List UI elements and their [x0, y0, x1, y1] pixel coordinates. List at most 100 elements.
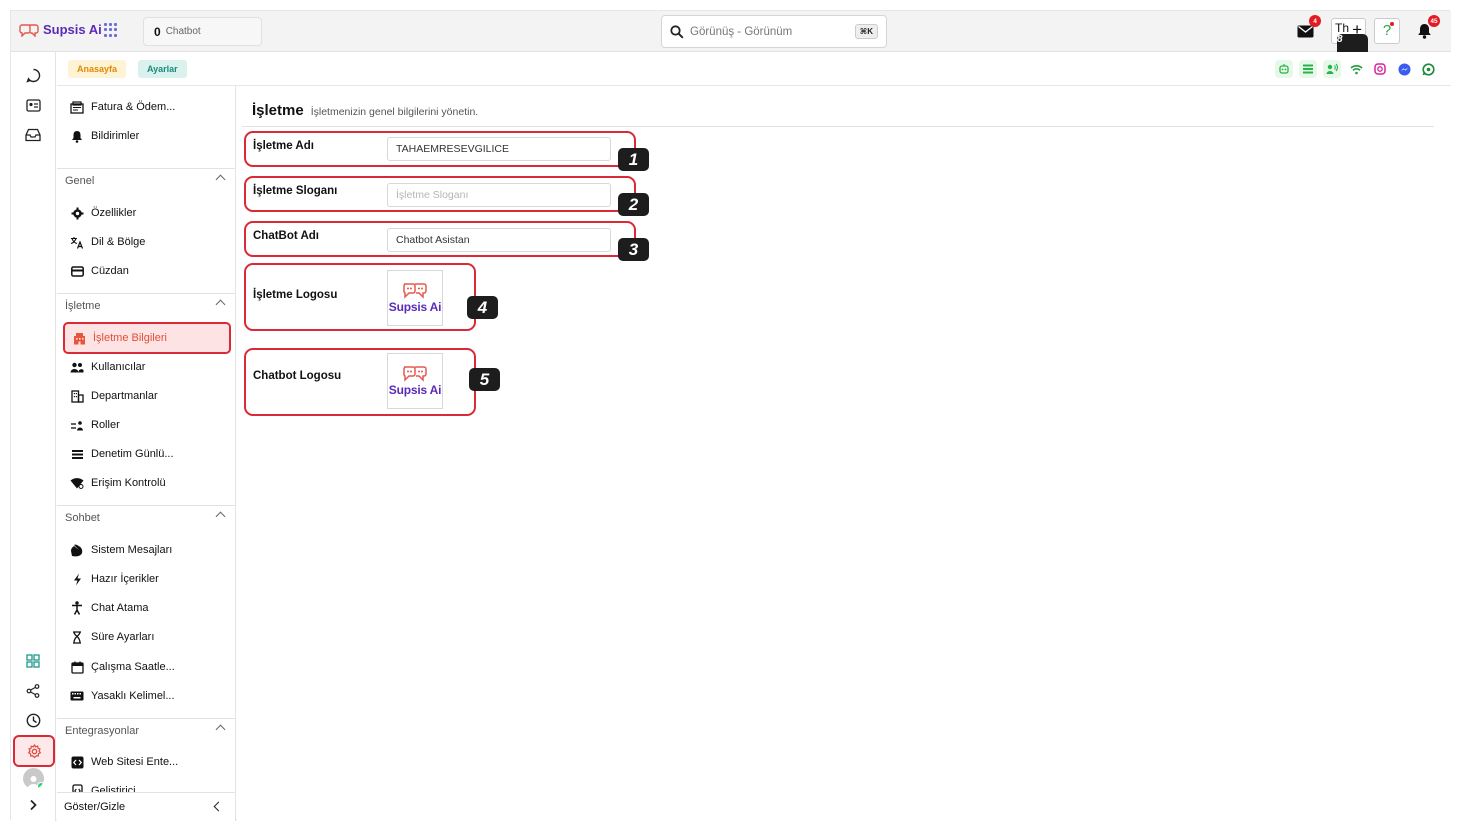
- share-icon: [26, 684, 40, 698]
- wifi-icon[interactable]: [1347, 60, 1365, 78]
- search-bar[interactable]: Görünüş - Görünüm ⌘K: [661, 15, 887, 48]
- inbox-rail-button[interactable]: [22, 124, 44, 146]
- chatbot-label: Chatbot: [165, 26, 201, 37]
- audit-log-icon: [70, 447, 84, 461]
- page-subtitle: İşletmenizin genel bilgilerini yönetin.: [310, 106, 479, 118]
- field-label: Chatbot Logosu: [253, 370, 342, 382]
- sidebar-item-label: Roller: [91, 419, 120, 431]
- sidebar-item-ready-content[interactable]: Hazır İçerikler: [63, 566, 231, 592]
- chatbot-selector[interactable]: 0 Chatbot: [143, 17, 262, 46]
- online-status-dot: [37, 782, 44, 789]
- gear-icon: [70, 206, 84, 220]
- whatsapp-icon[interactable]: [1419, 60, 1437, 78]
- user-menu-button[interactable]: Th + 8: [1331, 18, 1368, 57]
- help-button[interactable]: ?: [1374, 18, 1400, 44]
- bot-icon[interactable]: [1275, 60, 1293, 78]
- header-divider: [242, 126, 1434, 127]
- instagram-icon[interactable]: [1371, 60, 1389, 78]
- supsis-logo-icon: [403, 366, 427, 382]
- sidebar-item-billing[interactable]: Fatura & Ödem...: [63, 94, 231, 120]
- sidebar-item-users[interactable]: Kullanıcılar: [63, 354, 231, 380]
- business-logo-upload[interactable]: Supsis Ai: [387, 270, 443, 326]
- expand-rail-button[interactable]: [22, 794, 44, 816]
- gear-icon: [27, 743, 41, 758]
- sidebar-item-business-info[interactable]: İşletme Bilgileri: [63, 322, 231, 354]
- app-window: Supsis Ai 0 Chatbot Görünüş - Görünüm ⌘K…: [10, 10, 1451, 821]
- sidebar-item-chat-assignment[interactable]: Chat Atama: [63, 595, 231, 621]
- sidebar-item-label: Yasaklı Kelimel...: [91, 690, 175, 702]
- chevron-up-icon: [215, 511, 226, 522]
- breadcrumb: Anasayfa Ayarlar: [57, 52, 1451, 86]
- step-marker: 2: [618, 193, 649, 216]
- sidebar-toggle[interactable]: Göster/Gizle: [57, 792, 235, 821]
- section-title: Sohbet: [65, 511, 100, 524]
- sidebar-item-label: Cüzdan: [91, 265, 129, 277]
- mail-badge: 4: [1309, 15, 1321, 27]
- sidebar-item-label: Departmanlar: [91, 390, 158, 402]
- messenger-icon[interactable]: [1395, 60, 1413, 78]
- sidebar-item-system-messages[interactable]: Sistem Mesajları: [63, 537, 231, 563]
- sidebar-item-notifications[interactable]: Bildirimler: [63, 123, 231, 149]
- section-business[interactable]: İşletme: [57, 293, 235, 317]
- top-bar: Supsis Ai 0 Chatbot Görünüş - Görünüm ⌘K…: [11, 11, 1451, 57]
- step-marker: 1: [618, 148, 649, 171]
- sidebar-item-label: Özellikler: [91, 207, 137, 219]
- dashboard-rail-button[interactable]: [22, 650, 44, 672]
- chatbot-name-input[interactable]: Chatbot Asistan: [387, 228, 611, 252]
- section-title: İşletme: [65, 299, 101, 312]
- building-icon: [72, 331, 86, 345]
- section-general[interactable]: Genel: [57, 168, 235, 192]
- share-rail-button[interactable]: [22, 680, 44, 702]
- list-icon[interactable]: [1299, 60, 1317, 78]
- contacts-rail-button[interactable]: [22, 94, 44, 116]
- section-chat[interactable]: Sohbet: [57, 505, 235, 529]
- sidebar-item-working-hours[interactable]: Çalışma Saatle...: [63, 654, 231, 680]
- reports-rail-button[interactable]: [22, 709, 44, 731]
- field-row-chatbot-name: ChatBot Adı Chatbot Asistan: [244, 221, 636, 257]
- sidebar-item-banned-words[interactable]: Yasaklı Kelimel...: [63, 683, 231, 709]
- main-content: İşletme İşletmenizin genel bilgilerini y…: [237, 86, 1451, 821]
- step-marker: 4: [467, 296, 498, 319]
- field-label: İşletme Sloganı: [253, 185, 338, 197]
- channel-icons: [1275, 60, 1437, 78]
- brand-logo[interactable]: Supsis Ai: [19, 22, 102, 37]
- chat-rail-button[interactable]: [22, 64, 44, 86]
- sidebar-item-label: Denetim Günlü...: [91, 448, 174, 460]
- sidebar-item-time-settings[interactable]: Süre Ayarları: [63, 624, 231, 650]
- sidebar-item-website-integration[interactable]: Web Sitesi Ente...: [63, 749, 231, 775]
- sidebar-item-language[interactable]: Dil & Bölge: [63, 229, 231, 255]
- business-slogan-input[interactable]: İşletme Sloganı: [387, 183, 611, 207]
- search-input[interactable]: Görünüş - Görünüm: [690, 25, 793, 38]
- sidebar-item-label: Çalışma Saatle...: [91, 661, 175, 673]
- chevron-right-icon: [30, 799, 37, 811]
- sidebar-item-label: Erişim Kontrolü: [91, 477, 166, 489]
- breadcrumb-settings[interactable]: Ayarlar: [138, 60, 187, 78]
- assign-icon: [70, 601, 84, 615]
- mail-button[interactable]: 4: [1292, 15, 1321, 44]
- sidebar-item-roles[interactable]: Roller: [63, 412, 231, 438]
- step-marker: 5: [469, 368, 500, 391]
- breadcrumb-home[interactable]: Anasayfa: [68, 60, 127, 78]
- logo-text: Supsis Ai: [388, 300, 442, 314]
- brand-name: Supsis Ai: [43, 22, 102, 37]
- sidebar-item-access-control[interactable]: Erişim Kontrolü: [63, 470, 231, 496]
- sidebar-item-label: Chat Atama: [91, 602, 149, 614]
- business-name-input[interactable]: TAHAEMRESEVGILICE: [387, 137, 611, 161]
- sidebar-item-features[interactable]: Özellikler: [63, 200, 231, 226]
- chevron-up-icon: [215, 299, 226, 310]
- user-avatar-icon: [27, 776, 40, 789]
- sidebar-item-wallet[interactable]: Cüzdan: [63, 258, 231, 284]
- chat-bubble-icon: [25, 68, 40, 83]
- field-label: İşletme Adı: [253, 140, 314, 152]
- apps-grid-icon[interactable]: [104, 23, 118, 37]
- settings-rail-button[interactable]: [13, 735, 55, 767]
- sidebar-item-departments[interactable]: Departmanlar: [63, 383, 231, 409]
- avatar[interactable]: [23, 768, 44, 789]
- notifications-button[interactable]: 45: [1411, 15, 1440, 44]
- chevron-up-icon: [215, 174, 226, 185]
- sidebar-item-audit-log[interactable]: Denetim Günlü...: [63, 441, 231, 467]
- section-integrations[interactable]: Entegrasyonlar: [57, 718, 235, 742]
- voice-icon[interactable]: [1323, 60, 1341, 78]
- chatbot-logo-upload[interactable]: Supsis Ai: [387, 353, 443, 409]
- sidebar-item-label: Fatura & Ödem...: [91, 101, 176, 113]
